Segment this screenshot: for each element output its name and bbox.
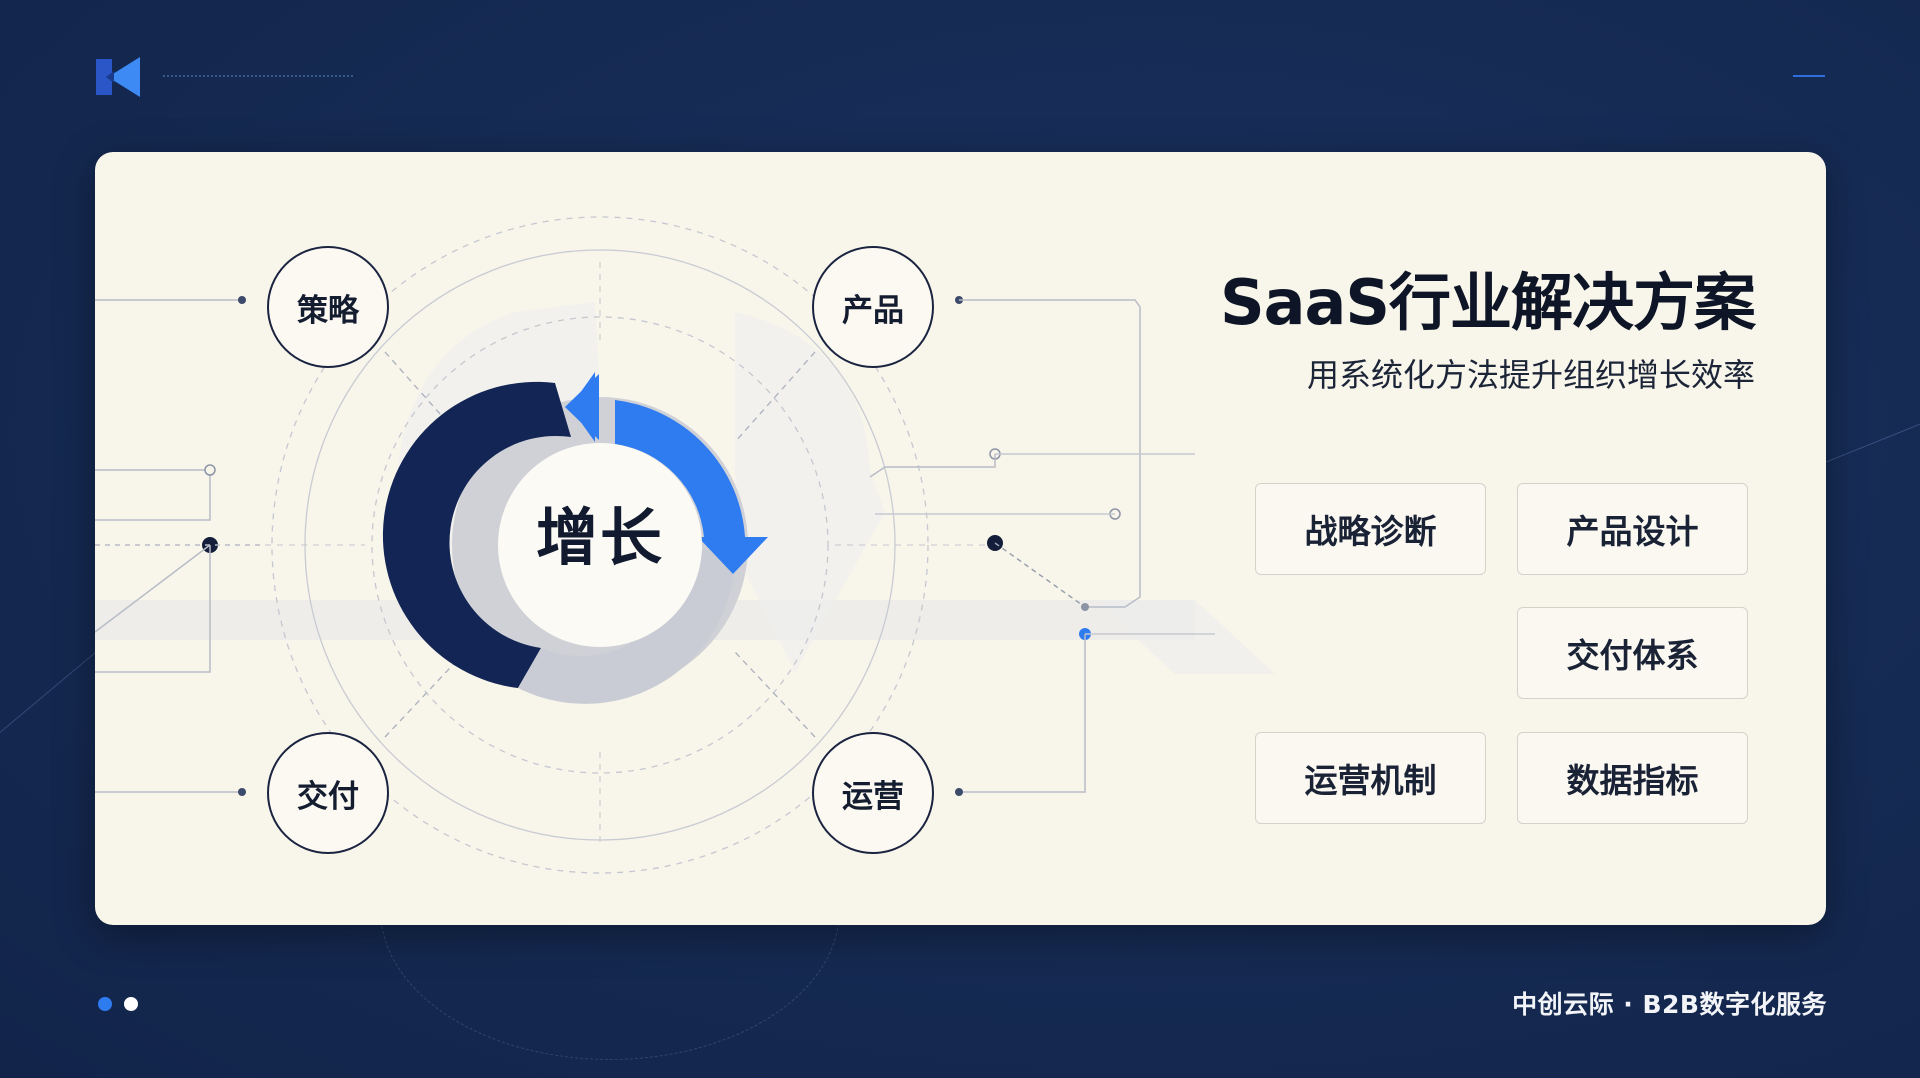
tag-data-metrics[interactable]: 数据指标 bbox=[1517, 732, 1748, 824]
footer-brand: 中创云际 · B2B数字化服务 bbox=[1512, 990, 1827, 1019]
content-card: 增长 策略 产品 交付 运营 SaaS行业解决方案 用系统化方法提升组织增长效率… bbox=[95, 152, 1826, 925]
solution-subtitle: 用系统化方法提升组织增长效率 bbox=[1306, 356, 1755, 394]
tag-strategy-diagnosis[interactable]: 战略诊断 bbox=[1255, 483, 1486, 575]
diagram-graphics bbox=[95, 216, 1275, 874]
header-divider bbox=[163, 75, 353, 77]
page-dot-active[interactable] bbox=[98, 997, 112, 1011]
solution-title: SaaS行业解决方案 bbox=[1220, 266, 1756, 339]
tag-delivery-system[interactable]: 交付体系 bbox=[1517, 607, 1748, 699]
node-operations[interactable]: 运营 bbox=[812, 732, 934, 854]
node-product[interactable]: 产品 bbox=[812, 246, 934, 368]
node-delivery[interactable]: 交付 bbox=[267, 732, 389, 854]
play-back-icon bbox=[96, 57, 140, 97]
tag-operations-mechanism[interactable]: 运营机制 bbox=[1255, 732, 1486, 824]
header-accent-line bbox=[1793, 75, 1825, 77]
page-indicator bbox=[98, 997, 138, 1011]
growth-center-label: 增长 bbox=[535, 501, 664, 574]
tag-product-design[interactable]: 产品设计 bbox=[1517, 483, 1748, 575]
node-strategy[interactable]: 策略 bbox=[267, 246, 389, 368]
page-dot[interactable] bbox=[124, 997, 138, 1011]
